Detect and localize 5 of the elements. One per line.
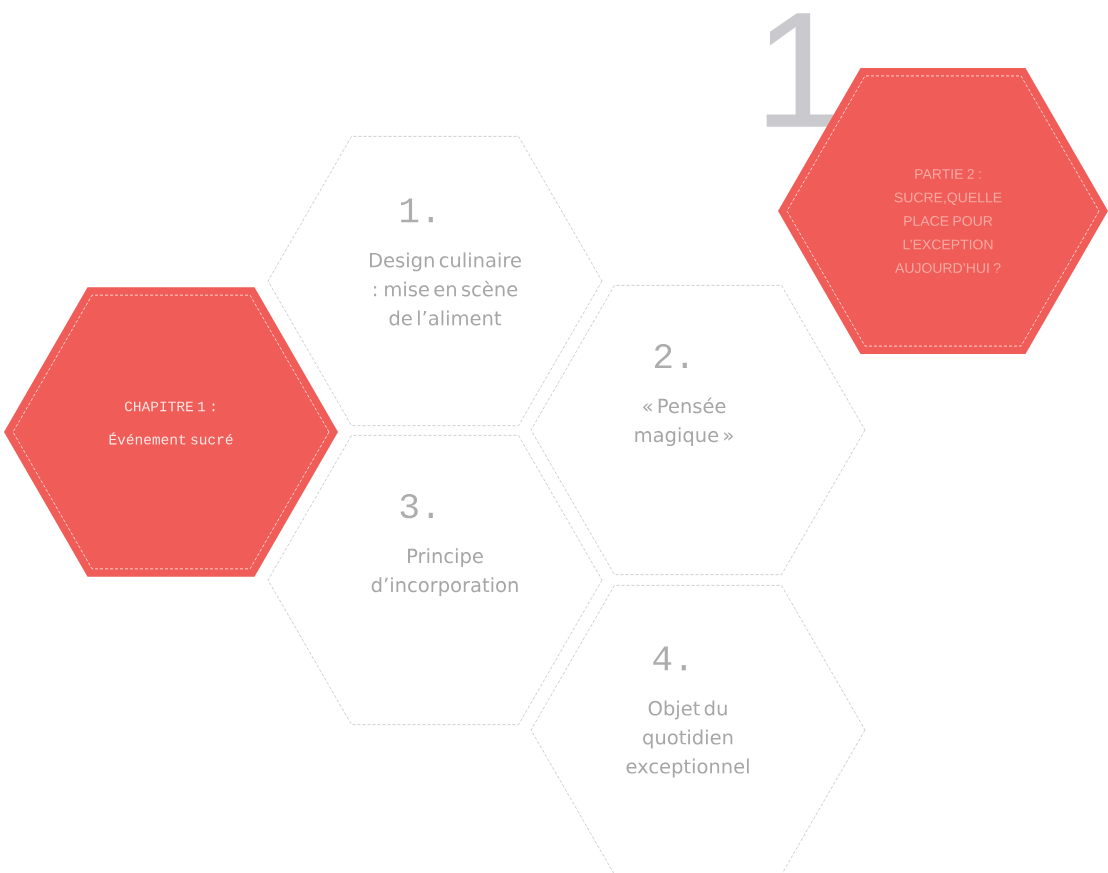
hexagon: 1. Design culinaire : mise en scène de l’aliment — [267, 136, 603, 426]
hexagon: 4. Objet du quotidien exceptionnel — [530, 585, 866, 873]
hexagon: CHAPITRE 1 : Événement sucré — [4, 287, 338, 577]
hexagon: 2. « Pensée magique » — [530, 285, 866, 575]
hexagon: 3. Principe d’incorporation — [267, 435, 603, 725]
